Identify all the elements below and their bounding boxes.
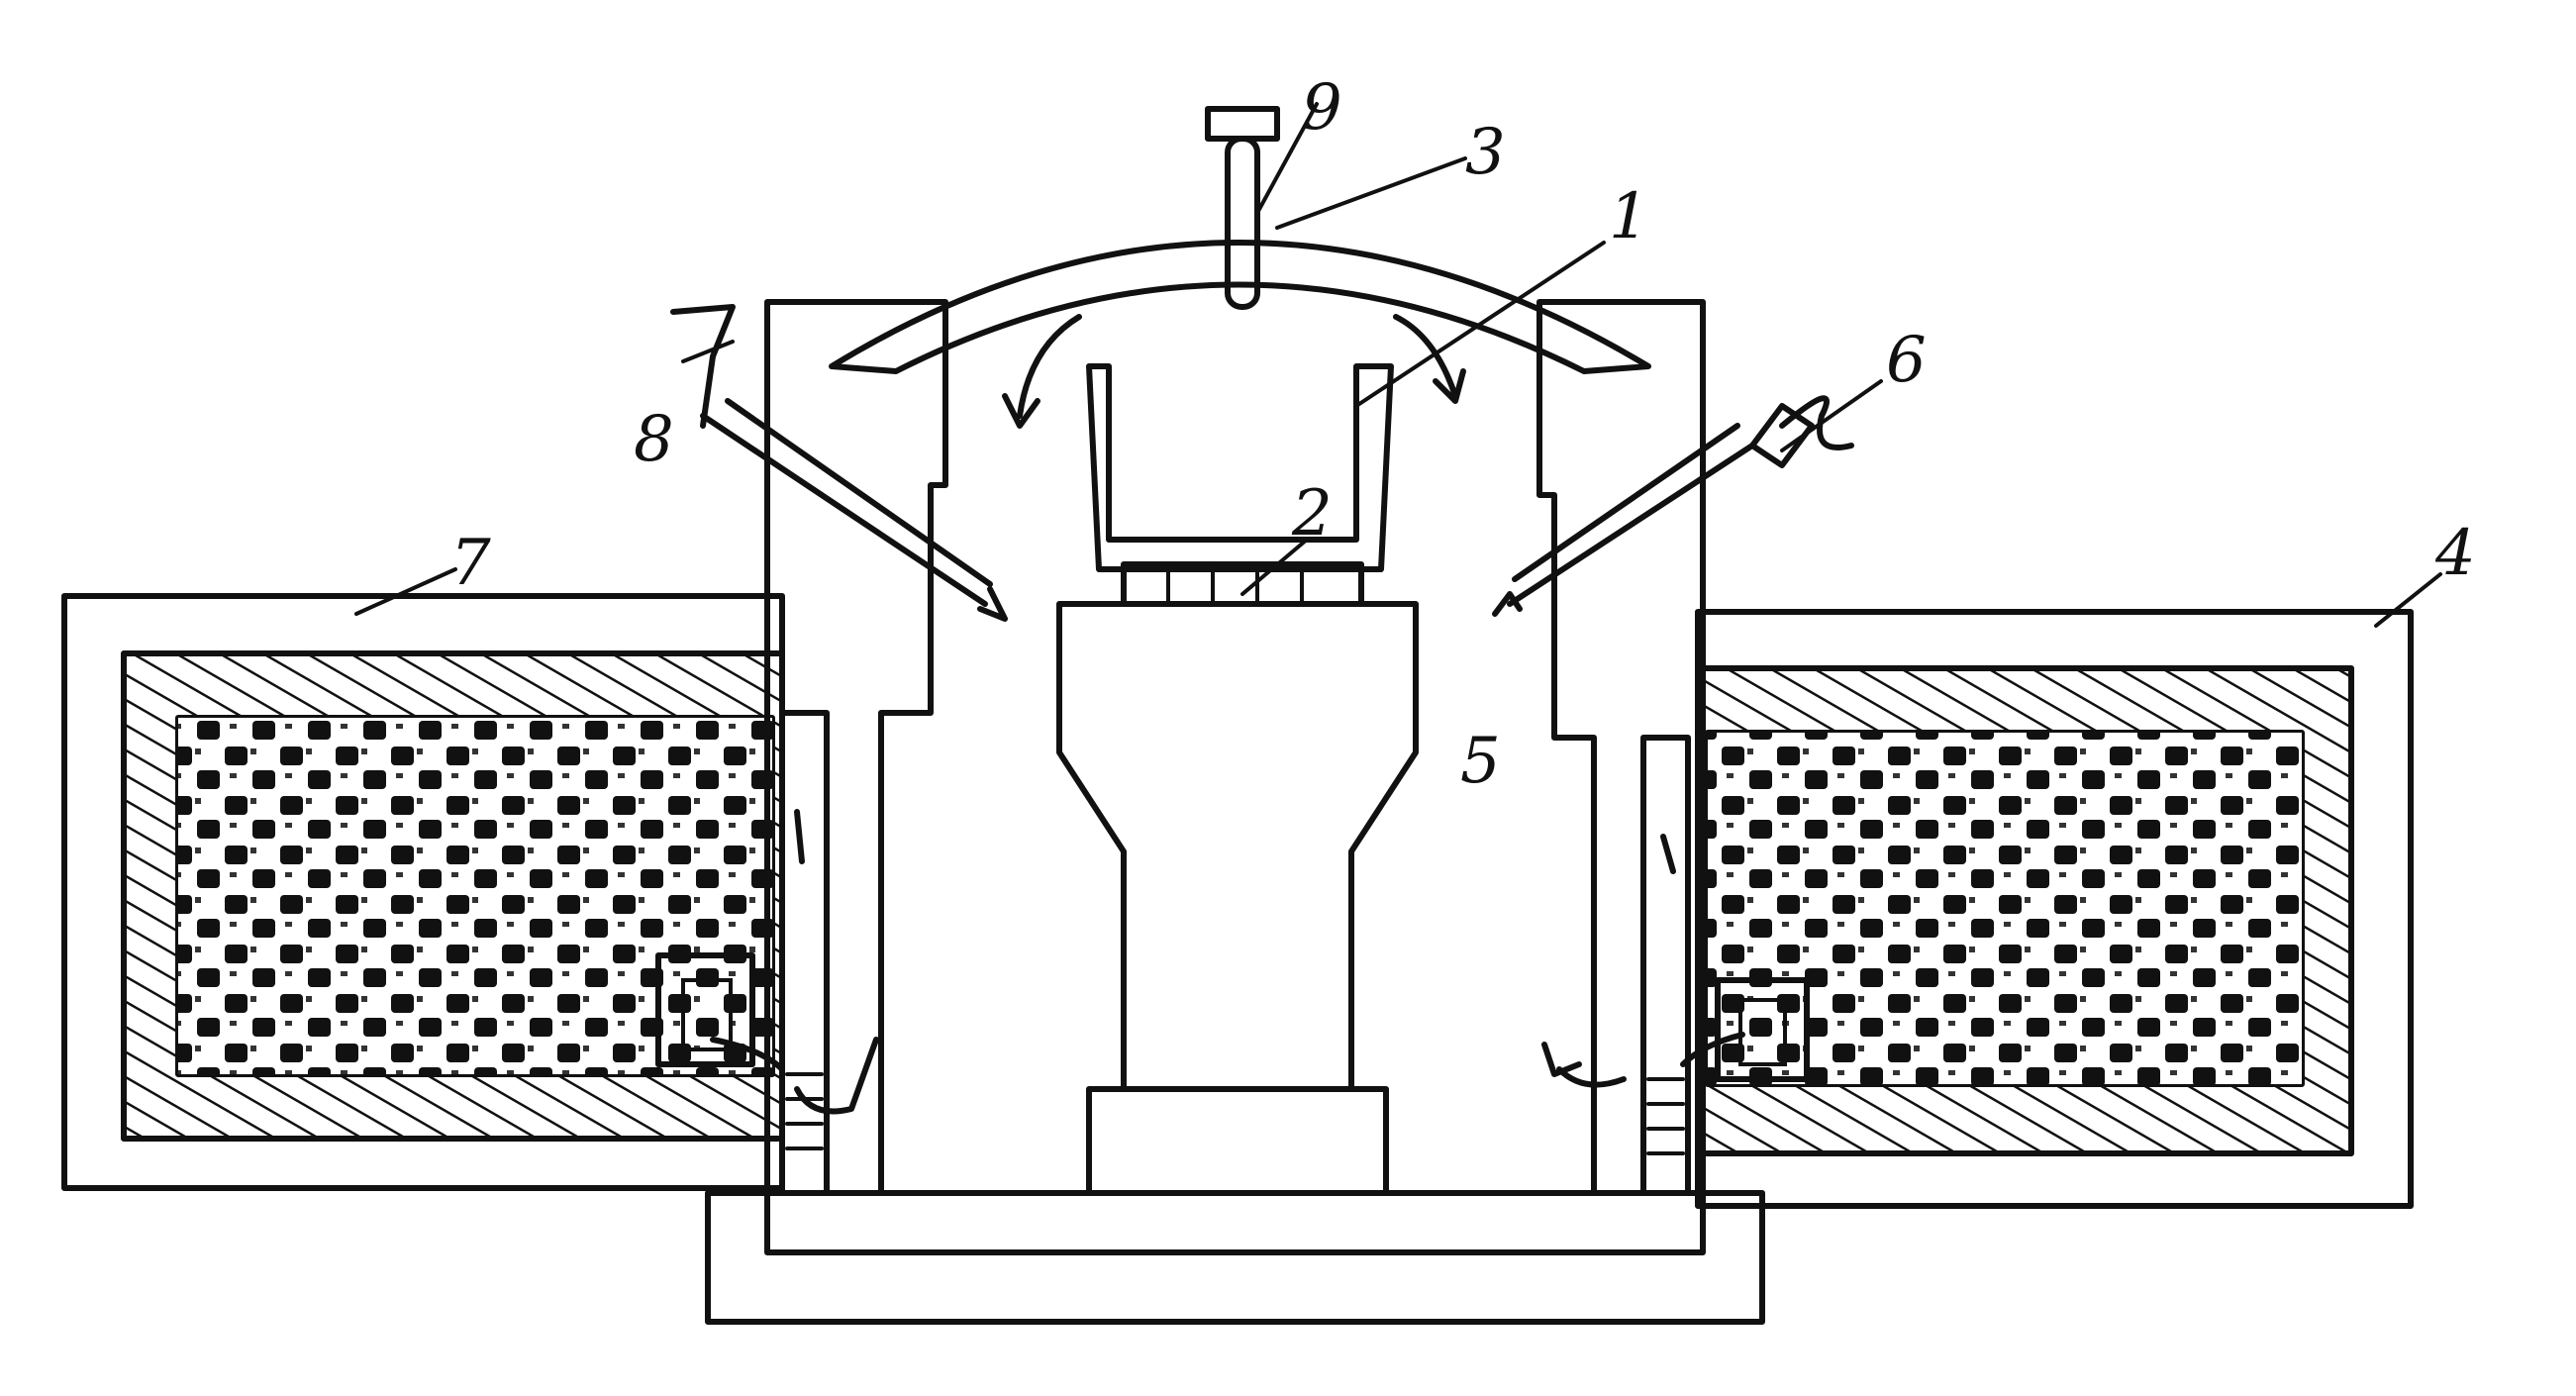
callout-6: 6 <box>1886 324 1927 397</box>
left-checker-packing <box>178 718 772 1074</box>
arched-roof <box>829 240 1651 374</box>
callout-5: 5 <box>1460 725 1501 798</box>
left-flue-channel <box>779 710 830 1196</box>
left-port-opening <box>655 952 755 1067</box>
callout-2: 2 <box>1291 477 1333 550</box>
central-pedestal <box>1056 601 1419 1196</box>
right-flue-channel <box>1640 735 1691 1196</box>
right-regenerator-chamber <box>1695 609 2414 1209</box>
callout-7: 7 <box>450 527 491 600</box>
foundation-base <box>705 1190 1765 1325</box>
leader-lines <box>354 102 2442 628</box>
callout-9: 9 <box>1302 71 1342 145</box>
right-checker-packing <box>1708 733 2302 1084</box>
callout-8: 8 <box>634 403 674 476</box>
crucible-support <box>1121 561 1364 607</box>
callout-4: 4 <box>2434 517 2476 590</box>
right-port-opening <box>1715 977 1810 1082</box>
left-regenerator-chamber <box>61 593 785 1191</box>
right-burner <box>1492 395 1854 617</box>
flow-arrows <box>710 314 1745 1115</box>
top-probe <box>1205 106 1280 310</box>
furnace-walls <box>764 299 1706 1196</box>
left-burner <box>670 304 1008 622</box>
crucible <box>1086 363 1394 607</box>
callout-1: 1 <box>1609 180 1649 253</box>
callout-3: 3 <box>1465 116 1506 189</box>
callout-labels: 1 2 3 4 5 6 7 8 9 <box>450 71 2476 798</box>
